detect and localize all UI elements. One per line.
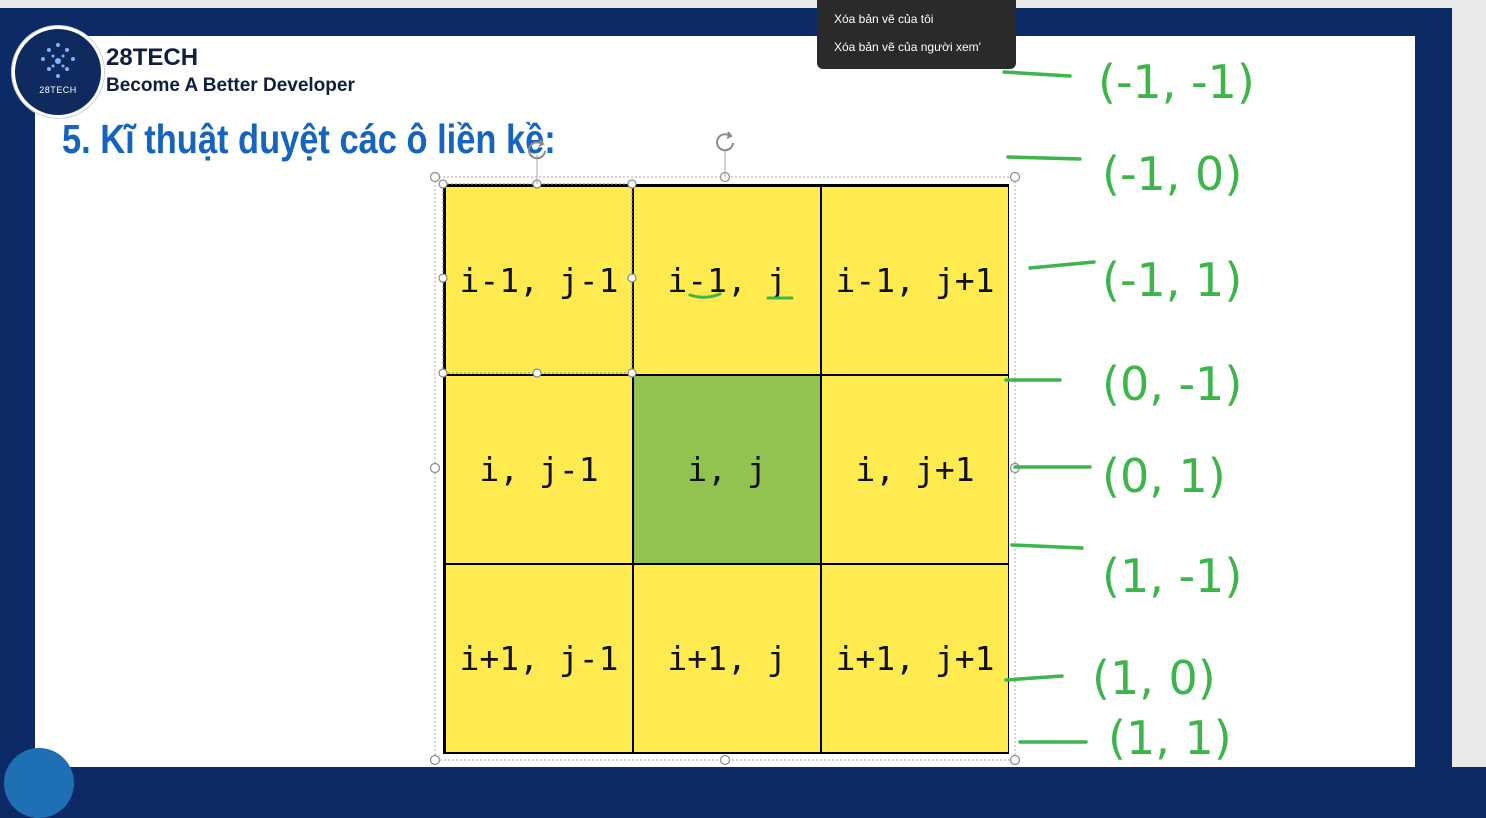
slide-title: 5. Kĩ thuật duyệt các ô liền kề:: [62, 116, 556, 162]
grid-cell-bottom[interactable]: i+1, j: [633, 564, 821, 753]
grid-cell-left[interactable]: i, j-1: [445, 375, 633, 564]
grid-cell-bottom-right[interactable]: i+1, j+1: [821, 564, 1009, 753]
window-right-strip: [1452, 8, 1486, 767]
menu-item-clear-viewer-drawing[interactable]: Xóa bản vẽ của người xem': [834, 40, 981, 54]
brand-name: 28TECH: [106, 44, 199, 71]
logo-text: 28TECH: [39, 85, 77, 95]
grid-cell-center[interactable]: i, j: [633, 375, 821, 564]
grid-cell-top-left[interactable]: i-1, j-1: [445, 186, 633, 375]
drawing-context-menu: Xóa bản vẽ của tôi Xóa bản vẽ của người …: [817, 0, 1016, 69]
grid-cell-right[interactable]: i, j+1: [821, 375, 1009, 564]
grid-cell-top[interactable]: i-1, j: [633, 186, 821, 375]
menu-item-clear-my-drawing[interactable]: Xóa bản vẽ của tôi: [834, 12, 934, 26]
logo: 28TECH: [12, 26, 104, 118]
grid-cell-bottom-left[interactable]: i+1, j-1: [445, 564, 633, 753]
grid-cell-top-right[interactable]: i-1, j+1: [821, 186, 1009, 375]
window-top-strip: [0, 0, 1486, 8]
brand-tagline: Become A Better Developer: [106, 75, 355, 96]
logo-network-icon: [41, 43, 75, 78]
neighbor-grid[interactable]: i-1, j-1 i-1, j i-1, j+1 i, j-1 i, j i, …: [443, 184, 1009, 754]
avatar: [4, 748, 74, 818]
